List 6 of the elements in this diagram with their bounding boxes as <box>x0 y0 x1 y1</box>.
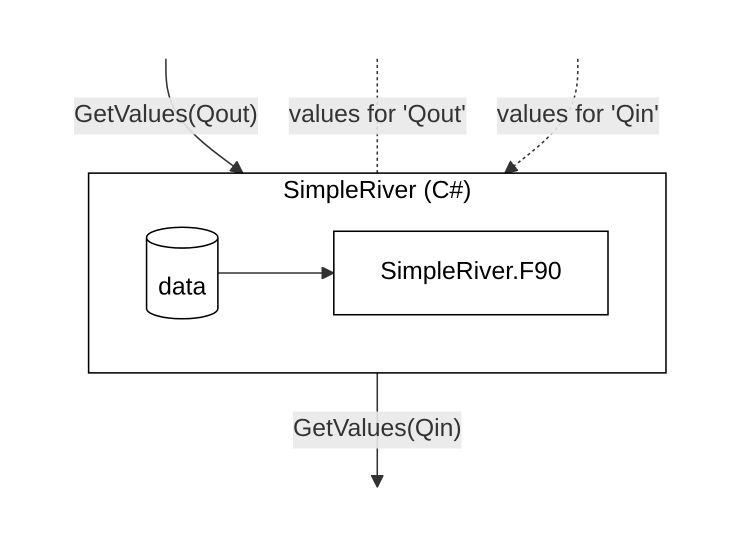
edge-label: values for 'Qin' <box>496 102 659 128</box>
edge-label: GetValues(Qout) <box>74 102 258 128</box>
arrow <box>218 266 334 280</box>
edge-label: GetValues(Qin) <box>292 416 462 442</box>
edge-label: values for 'Qout' <box>288 102 466 128</box>
node-box: SimpleRiver.F90 <box>333 230 609 316</box>
